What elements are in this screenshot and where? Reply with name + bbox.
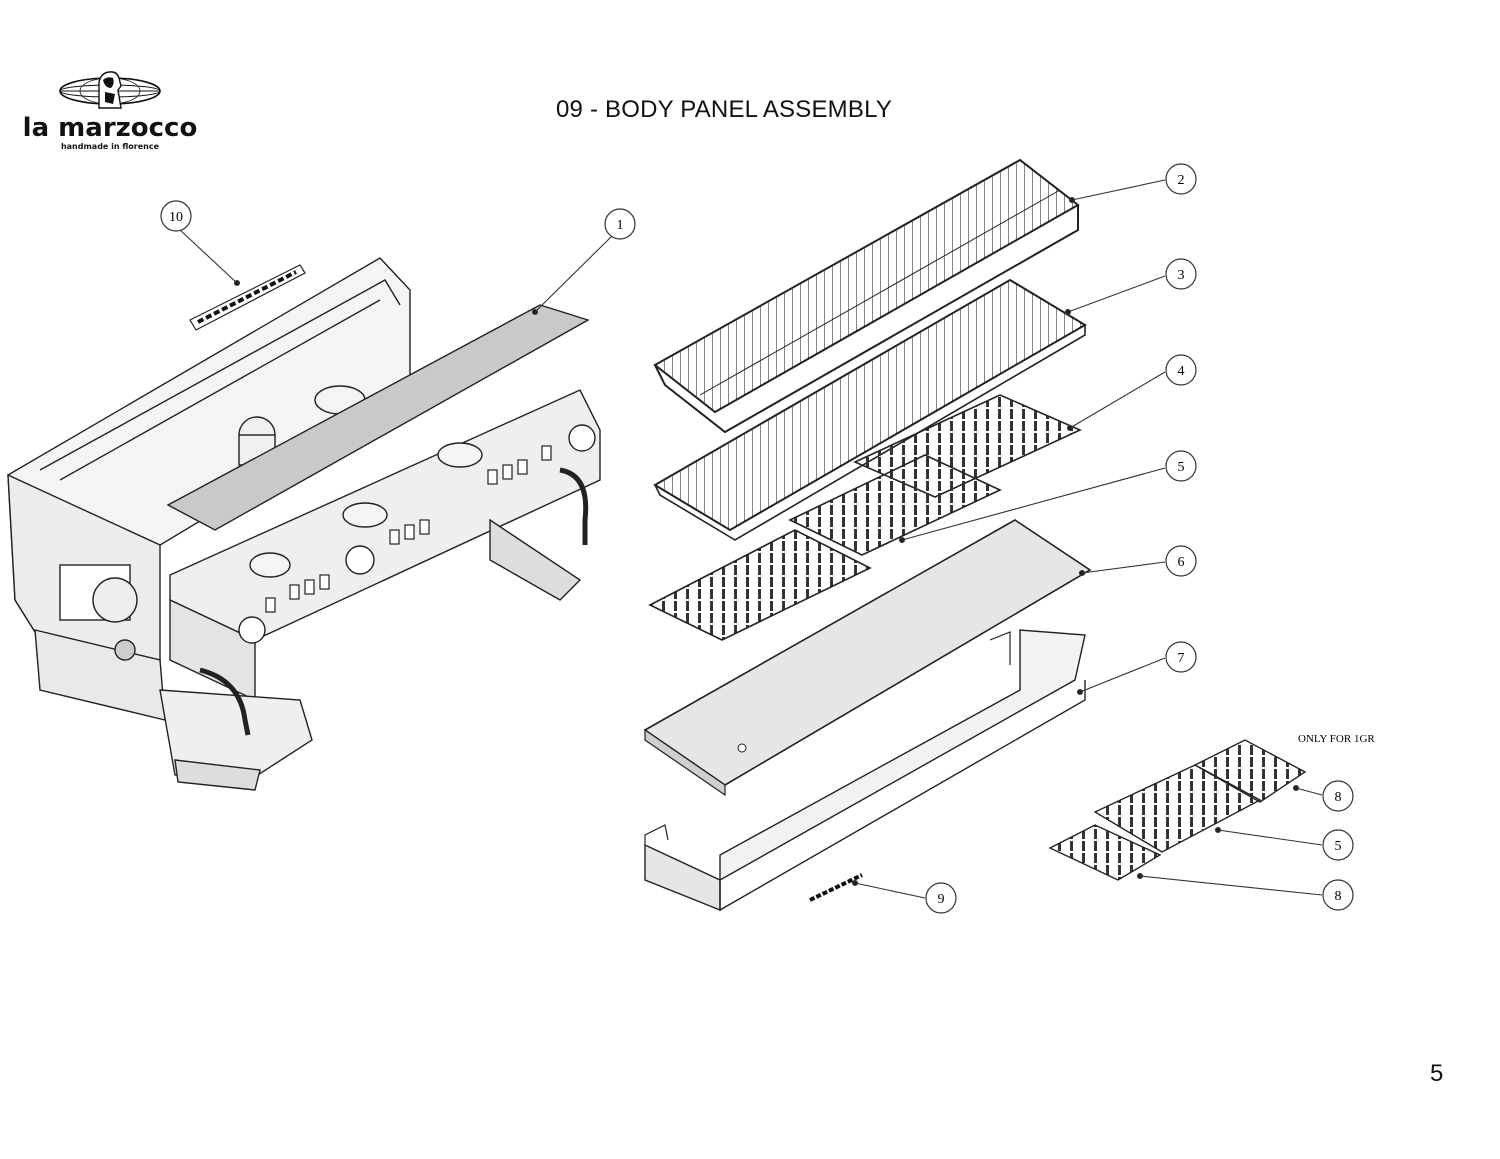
- callout-label: 8: [1335, 889, 1342, 904]
- callout-label: 10: [169, 210, 183, 225]
- callout-2: 2: [1165, 163, 1197, 195]
- lion-globe-logo-icon: [59, 71, 161, 109]
- part-2-cup-warmer-grille: [653, 158, 1080, 434]
- callout-label: 5: [1178, 460, 1185, 475]
- part-1-top-cover-plate: [166, 304, 590, 531]
- part-9-front-badge: [809, 873, 863, 902]
- callout-4: 4: [1165, 354, 1197, 386]
- part-3-cup-tray-grille: [653, 278, 1087, 541]
- callout-5-1gr: 5: [1322, 829, 1354, 861]
- page-title: 09 - BODY PANEL ASSEMBLY: [556, 96, 893, 123]
- control-buttons: [265, 445, 552, 613]
- part-8-grid-bottom: [1048, 824, 1162, 881]
- callout-8-top: 8: [1322, 780, 1354, 812]
- callout-9: 9: [925, 882, 957, 914]
- part-6-drip-tray: [643, 519, 1092, 797]
- callout-3: 3: [1165, 258, 1197, 290]
- only-for-1gr-note: ONLY FOR 1GR: [1298, 733, 1375, 745]
- callout-label: 4: [1178, 364, 1185, 379]
- callout-6: 6: [1165, 545, 1197, 577]
- callout-5: 5: [1165, 450, 1197, 482]
- callout-label: 9: [938, 892, 945, 907]
- brand-tagline: handmade in florence: [60, 142, 160, 151]
- callout-label: 1: [617, 218, 624, 233]
- part-5-drip-tray-grid-center: [788, 454, 1002, 556]
- callout-8-bottom: 8: [1322, 879, 1354, 911]
- brand-name: la marzocco: [22, 113, 198, 143]
- callout-label: 6: [1178, 555, 1185, 570]
- callout-label: 2: [1178, 173, 1185, 188]
- machine-body-frame: [7, 257, 601, 791]
- brand-logo: la marzocco handmade in florence: [10, 68, 210, 163]
- callout-10: 10: [160, 200, 192, 232]
- part-10-logo-badge: [189, 264, 306, 331]
- leader-lines: [179, 179, 1323, 899]
- page-number: 5: [1430, 1060, 1444, 1087]
- part-drip-tray-grid-left: [648, 529, 872, 641]
- callout-label: 8: [1335, 790, 1342, 805]
- callout-label: 3: [1178, 268, 1185, 283]
- part-5-grid-1gr: [1093, 764, 1262, 853]
- callout-label: 7: [1178, 651, 1185, 666]
- callout-label: 5: [1335, 839, 1342, 854]
- callout-7: 7: [1165, 641, 1197, 673]
- callout-1: 1: [604, 208, 636, 240]
